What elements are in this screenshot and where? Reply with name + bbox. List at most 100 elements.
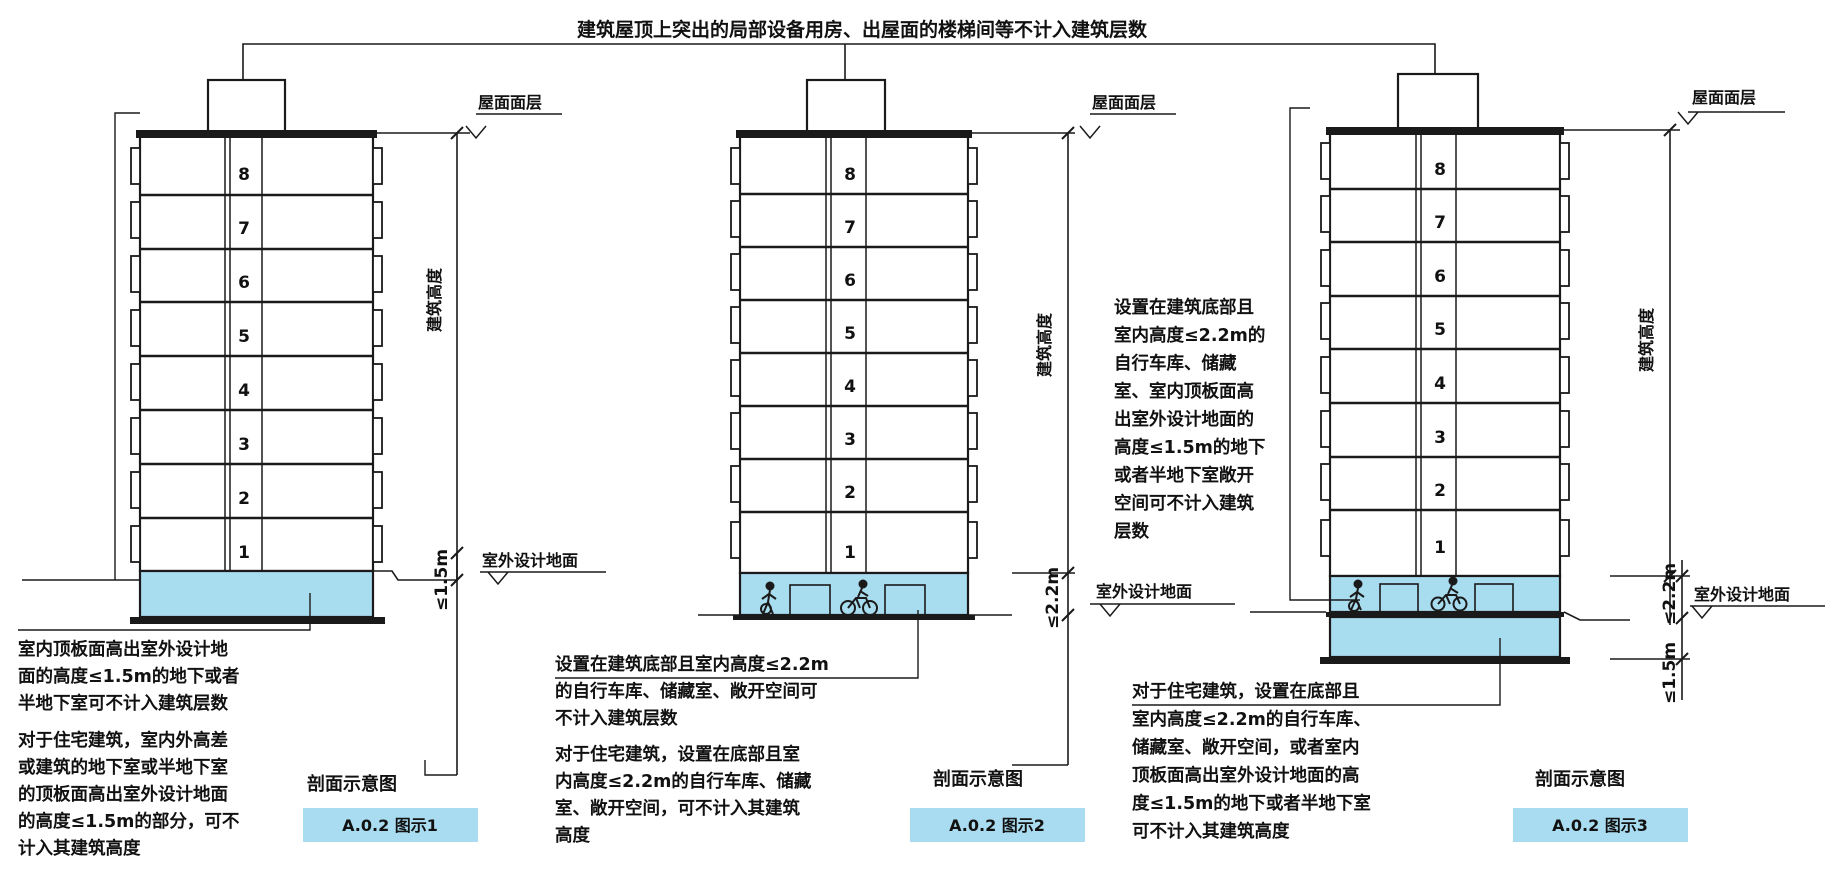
floor-number: 3 [844, 430, 856, 450]
rooftop-room [206, 78, 287, 135]
note-line: 出室外设计地面的 [1114, 409, 1254, 430]
floor-slabs [140, 193, 373, 520]
floor-number: 1 [1434, 538, 1446, 558]
floor-numbers: 8 7 6 5 4 3 2 1 [238, 165, 250, 563]
note-line: 室内高度≤2.2m的 [1114, 325, 1265, 346]
floor-number: 5 [1434, 320, 1446, 340]
basement-level [1328, 615, 1562, 659]
floor-number: 5 [844, 324, 856, 344]
roof-level-marker: 屋面面层 [1677, 88, 1785, 126]
roof-level-marker: 屋面面层 [1079, 93, 1176, 140]
figure-badge-label: A.0.2 图示3 [1552, 816, 1648, 835]
ground-slab [1326, 612, 1564, 617]
note-line: 室内高度≤2.2m的自行车库、 [1132, 709, 1371, 730]
rooftop-room [805, 78, 887, 135]
note-line: 计入其建筑高度 [18, 838, 141, 859]
figure-badge-label: A.0.2 图示2 [949, 816, 1045, 835]
floor-number: 5 [238, 327, 250, 347]
caption: 剖面示意图 [307, 773, 397, 795]
floor-number: 4 [238, 381, 250, 401]
note-line: 设置在建筑底部且 [1114, 297, 1254, 318]
ground-line [1563, 611, 1630, 621]
bike-storage-level [1328, 574, 1562, 614]
floor-number: 4 [844, 377, 856, 397]
roof-slab [136, 130, 377, 138]
floor-number: 7 [1434, 213, 1446, 233]
note-line: 自行车库、储藏 [1114, 353, 1237, 374]
stair-core [224, 138, 263, 571]
note-line: 设置在建筑底部且室内高度≤2.2m [555, 654, 829, 675]
note-line: 度≤1.5m的地下或者半地下室 [1132, 793, 1371, 814]
note-2: 对于住宅建筑，设置在底部且室 内高度≤2.2m的自行车库、储藏 室、敞开空间，可… [555, 744, 812, 846]
balconies-right [967, 147, 978, 559]
top-note: 建筑屋顶上突出的局部设备用房、出屋面的楼梯间等不计入建筑层数 [577, 18, 1148, 41]
note-line: 的自行车库、储藏室、敞开空间可 [555, 681, 818, 702]
ground-label: 室外设计地面 [482, 551, 578, 570]
floor-number: 7 [844, 218, 856, 238]
floor-number: 6 [1434, 267, 1446, 287]
floor-number: 8 [1434, 160, 1446, 180]
floor-number: 6 [844, 271, 856, 291]
ground-label: 室外设计地面 [1694, 585, 1790, 604]
ground-level-marker: 室外设计地面 [1090, 582, 1235, 618]
figure-badge-label: A.0.2 图示1 [342, 816, 438, 835]
note-1: 设置在建筑底部且 室内高度≤2.2m的 自行车库、储藏 室、室内顶板面高 出室外… [1114, 297, 1265, 542]
note-2: 对于住宅建筑，室内外高差 或建筑的地下室或半地下室 的顶板面高出室外设计地面 的… [18, 730, 240, 859]
note-line: 室、室内顶板面高 [1114, 381, 1254, 402]
note-line: 内高度≤2.2m的自行车库、储藏 [555, 771, 812, 792]
floor-slabs [740, 192, 968, 514]
floor-number: 1 [238, 543, 250, 563]
roof-level-marker: 屋面面层 [465, 93, 562, 140]
note-line: 半地下室可不计入建筑层数 [18, 693, 228, 714]
balconies-right [1559, 142, 1570, 557]
floor-number: 7 [238, 219, 250, 239]
dim-label: ≤1.5m [432, 549, 452, 611]
dim-label: ≤2.2m [1043, 567, 1063, 629]
note-line: 或建筑的地下室或半地下室 [18, 757, 228, 778]
note-line: 的高度≤1.5m的部分，可不 [18, 811, 240, 832]
foundation-slab [1320, 657, 1570, 664]
basement-level [138, 569, 375, 619]
rooftop-room [1396, 72, 1480, 132]
note-line: 高度 [555, 825, 590, 846]
floor-number: 2 [238, 489, 250, 509]
bicycle-rider-icon [840, 579, 878, 616]
floor-slabs [1330, 187, 1560, 512]
caption: 剖面示意图 [1535, 768, 1625, 790]
diagram-3: 8 7 6 5 4 3 2 1 [1114, 72, 1825, 842]
floor-number: 8 [238, 165, 250, 185]
note-line: 对于住宅建筑，设置在底部且 [1132, 681, 1360, 702]
note-line: 对于住宅建筑，设置在底部且室 [555, 744, 800, 765]
ground-line [373, 570, 458, 581]
note-1: 室内顶板面高出室外设计地 面的高度≤1.5m的地下或者 半地下室可不计入建筑层数 [18, 639, 239, 714]
note-line: 顶板面高出室外设计地面的高 [1132, 765, 1360, 786]
floor-numbers: 8 7 6 5 4 3 2 1 [844, 165, 856, 563]
floor-number: 4 [1434, 374, 1446, 394]
balconies-left [1320, 142, 1331, 557]
pedestrian-icon [1348, 579, 1365, 612]
floor-numbers: 8 7 6 5 4 3 2 1 [1434, 160, 1446, 558]
height-label: 建筑高度 [1637, 307, 1656, 372]
balconies-left [130, 147, 141, 563]
note-line: 对于住宅建筑，室内外高差 [18, 730, 228, 751]
note-line: 室内顶板面高出室外设计地 [18, 639, 228, 660]
caption: 剖面示意图 [933, 768, 1023, 790]
note-leader [555, 610, 919, 679]
floor-number: 3 [1434, 428, 1446, 448]
bicycle-rider-icon [1430, 576, 1468, 612]
diagram-1: 8 7 6 5 4 3 2 1 建筑高度 ≤1.5m 屋面面 [18, 78, 606, 859]
height-label: 建筑高度 [1035, 312, 1054, 377]
note-1: 设置在建筑底部且室内高度≤2.2m 的自行车库、储藏室、敞开空间可 不计入建筑层… [555, 654, 829, 729]
stair-core [825, 138, 867, 573]
note-line: 储藏室、敞开空间，或者室内 [1132, 737, 1360, 758]
balconies-right [372, 147, 383, 563]
ground-level-marker: 室外设计地面 [480, 551, 606, 586]
pedestrian-icon [760, 581, 777, 615]
roof-slab [736, 130, 972, 138]
note-line: 或者半地下室敞开 [1114, 465, 1254, 486]
note-line: 空间可不计入建筑 [1114, 493, 1254, 514]
ground-level-marker: 室外设计地面 [1690, 585, 1825, 620]
leader-line [1289, 107, 1360, 601]
figure-badge [303, 808, 478, 842]
